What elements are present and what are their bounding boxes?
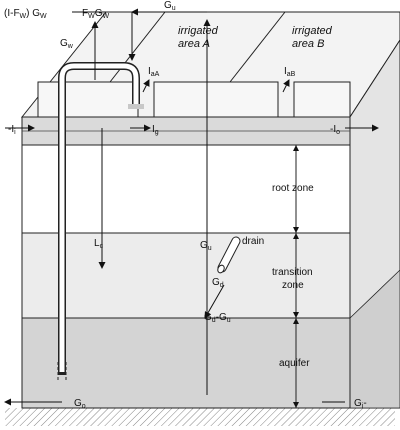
field-boundary-1: [229, 11, 286, 83]
label-gu-top: Gu: [164, 0, 176, 12]
arrow-iaB: [282, 79, 290, 93]
area-b-label-line2: area B: [292, 38, 324, 50]
outlet-water: [128, 104, 144, 109]
field-block-1: [37, 81, 139, 118]
label-ig: Ig: [152, 124, 159, 136]
area-a-label-line1: irrigated: [178, 25, 219, 37]
label-ii: -Ii: [8, 124, 16, 136]
field-block-3: [293, 81, 351, 118]
label-gd-gu: Gd-Gu: [204, 312, 231, 324]
arrow-gd-gu: [204, 284, 225, 319]
aquifer-label: aquifer: [279, 358, 310, 369]
label-lc: Lc: [94, 238, 104, 250]
label-iaA: IaA: [148, 66, 160, 78]
label-gi: Gi-: [354, 398, 367, 410]
label-io: -Io: [330, 124, 340, 136]
label-drain: drain: [242, 236, 264, 247]
area-b-label-line1: irrigated: [292, 25, 333, 37]
transition-zone-label-line2: zone: [282, 280, 304, 291]
field-block-2: [153, 81, 279, 118]
aquifer-layer: [21, 317, 351, 409]
area-a-label-line2: area A: [178, 38, 210, 50]
root-zone-layer: [21, 144, 351, 234]
label-gu-mid: Gu: [200, 240, 212, 252]
label-gd: Gd: [212, 277, 224, 289]
ground-hatch: [5, 408, 395, 426]
zone-dimension-line: [290, 144, 302, 409]
drain-pipe: [217, 236, 241, 274]
root-zone-label: root zone: [272, 183, 314, 194]
arrow-iaA: [142, 79, 150, 93]
label-gw: Gw: [60, 38, 74, 50]
label-fwgw: FWGW: [82, 8, 110, 20]
label-go: Go: [74, 398, 86, 410]
transition-zone-layer: [21, 232, 351, 319]
well-pipe-inner: [59, 63, 139, 372]
field-boundary-2: [109, 11, 166, 83]
label-iaB: IaB: [284, 66, 296, 78]
transition-zone-label-line1: transition: [272, 267, 313, 278]
label-fw-gw: (I-FW) GW: [4, 8, 47, 20]
